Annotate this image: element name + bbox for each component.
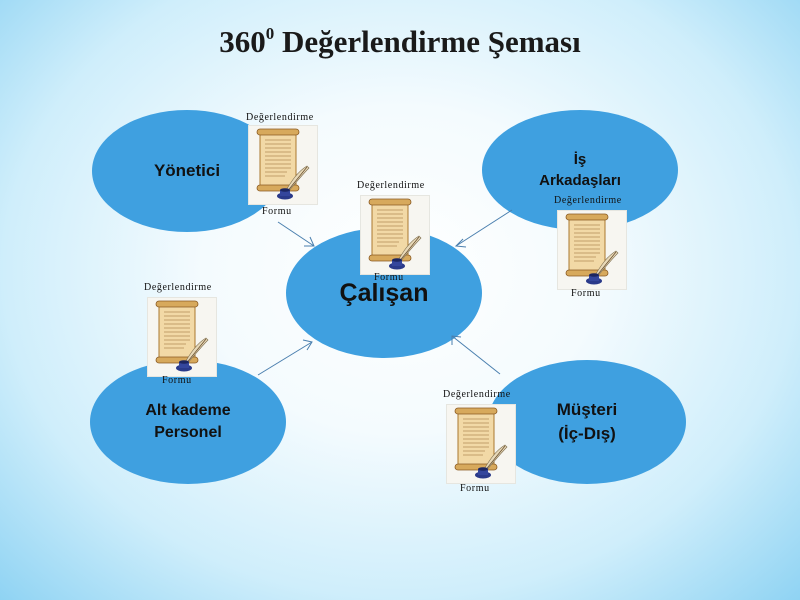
node-calisan: Çalışan [286,228,482,358]
node-musteri-line1: Müşteri [556,400,618,420]
form-label-top: Değerlendirme [246,112,314,123]
arrow-yonetici-to-calisan [277,221,315,247]
node-calisan-label: Çalışan [339,278,429,307]
node-alt-kademe-line2: Personel [154,424,222,441]
form-document-icon [558,211,626,289]
node-alt-kademe-line1: Alt kademe [145,401,231,419]
node-is-arkadaslari-line1: İş [573,151,587,168]
arrow-is-to-calisan [455,209,513,247]
form-label-bottom: Formu [262,206,292,217]
form-label-top: Değerlendirme [144,282,212,293]
form-label-bottom: Formu [460,483,490,494]
form-label-bottom: Formu [162,375,192,386]
form-document-icon [249,126,317,204]
node-yonetici-label: Yönetici [153,161,221,181]
form-label-bottom: Formu [571,288,601,299]
node-is-arkadaslari-line2: Arkadaşları [539,172,621,189]
form-label-top: Değerlendirme [357,180,425,191]
page-title: 3600 Değerlendirme Şeması [219,24,581,59]
node-musteri-line2: (İç-Dış) [558,424,616,443]
node-is-arkadaslari: İş Arkadaşları [482,110,678,230]
form-label-bottom: Formu [374,272,404,283]
form-document-icon [148,298,216,376]
arrow-alt-to-calisan [257,341,313,376]
node-alt-kademe-personel: Alt kademe Personel [90,360,286,484]
form-document-icon [361,196,429,274]
node-musteri: Müşteri (İç-Dış) [488,360,686,484]
form-label-top: Değerlendirme [443,389,511,400]
form-label-top: Değerlendirme [554,195,622,206]
form-document-icon [447,405,515,483]
arrow-musteri-to-calisan [451,335,501,375]
